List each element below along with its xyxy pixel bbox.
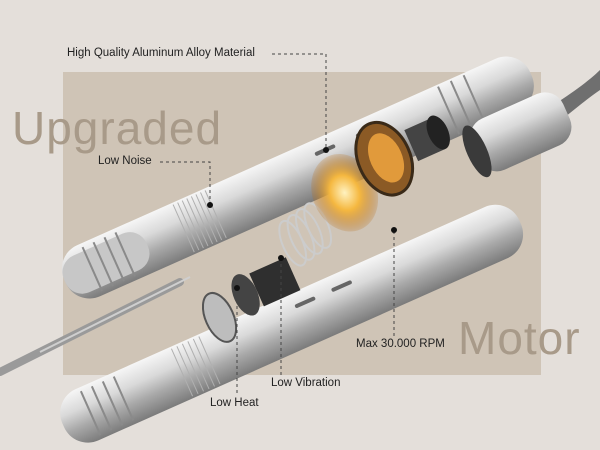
callout-low-vibration: Low Vibration — [271, 377, 341, 389]
title-motor: Motor — [458, 312, 581, 364]
upper-handpiece — [61, 56, 534, 299]
callout-max-rpm: Max 30.000 RPM — [356, 338, 445, 350]
callout-low-noise: Low Noise — [98, 155, 152, 167]
callout-low-heat: Low Heat — [210, 397, 259, 409]
motor-assembly — [201, 115, 450, 343]
lower-handpiece — [60, 204, 524, 443]
drill-bit — [0, 276, 191, 376]
callout-lines — [160, 53, 395, 393]
callout-aluminum: High Quality Aluminum Alloy Material — [67, 47, 255, 59]
callout-dots — [207, 147, 397, 291]
rear-cap — [462, 92, 572, 178]
title-upgraded: Upgraded — [12, 102, 223, 154]
